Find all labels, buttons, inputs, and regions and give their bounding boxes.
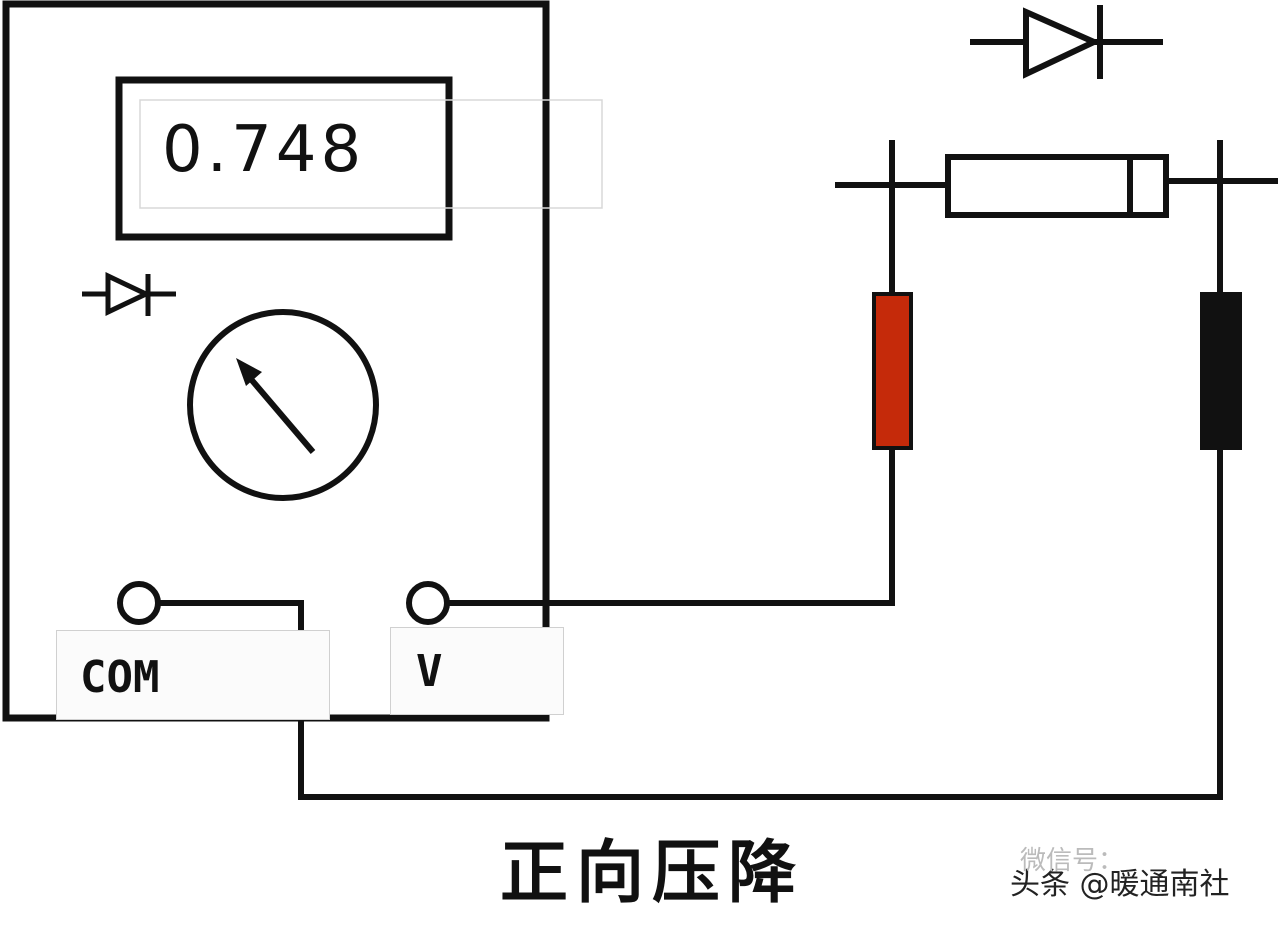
watermark-faint-line: 微信号： xyxy=(1020,846,1125,876)
v-terminal xyxy=(406,581,450,625)
multimeter-body xyxy=(2,0,550,722)
diagram-caption: 正向压降 xyxy=(500,834,805,913)
black-probe xyxy=(1200,292,1242,450)
meter-display xyxy=(115,76,453,241)
com-label: COM xyxy=(80,652,160,703)
red-probe xyxy=(872,292,913,450)
com-terminal xyxy=(117,581,161,625)
display-inner-box xyxy=(139,99,603,209)
dial-pointer xyxy=(247,376,316,454)
watermark: 微信号： 头条 @暖通南社 xyxy=(1010,848,1230,902)
diode-body xyxy=(945,154,1169,218)
diode-mode-icon xyxy=(82,272,176,316)
dial-pointer-arrowhead xyxy=(236,358,262,386)
meter-reading: 0.748 xyxy=(162,113,366,187)
v-label: V xyxy=(416,646,443,697)
com-label-box xyxy=(56,630,330,720)
v-label-box xyxy=(390,627,564,715)
diode-schematic-icon xyxy=(970,5,1163,79)
watermark-text: 头条 @暖通南社 xyxy=(1010,867,1230,902)
red-lead-wire xyxy=(447,450,895,606)
black-lead-wire xyxy=(158,450,1223,800)
rotary-dial xyxy=(187,309,379,501)
